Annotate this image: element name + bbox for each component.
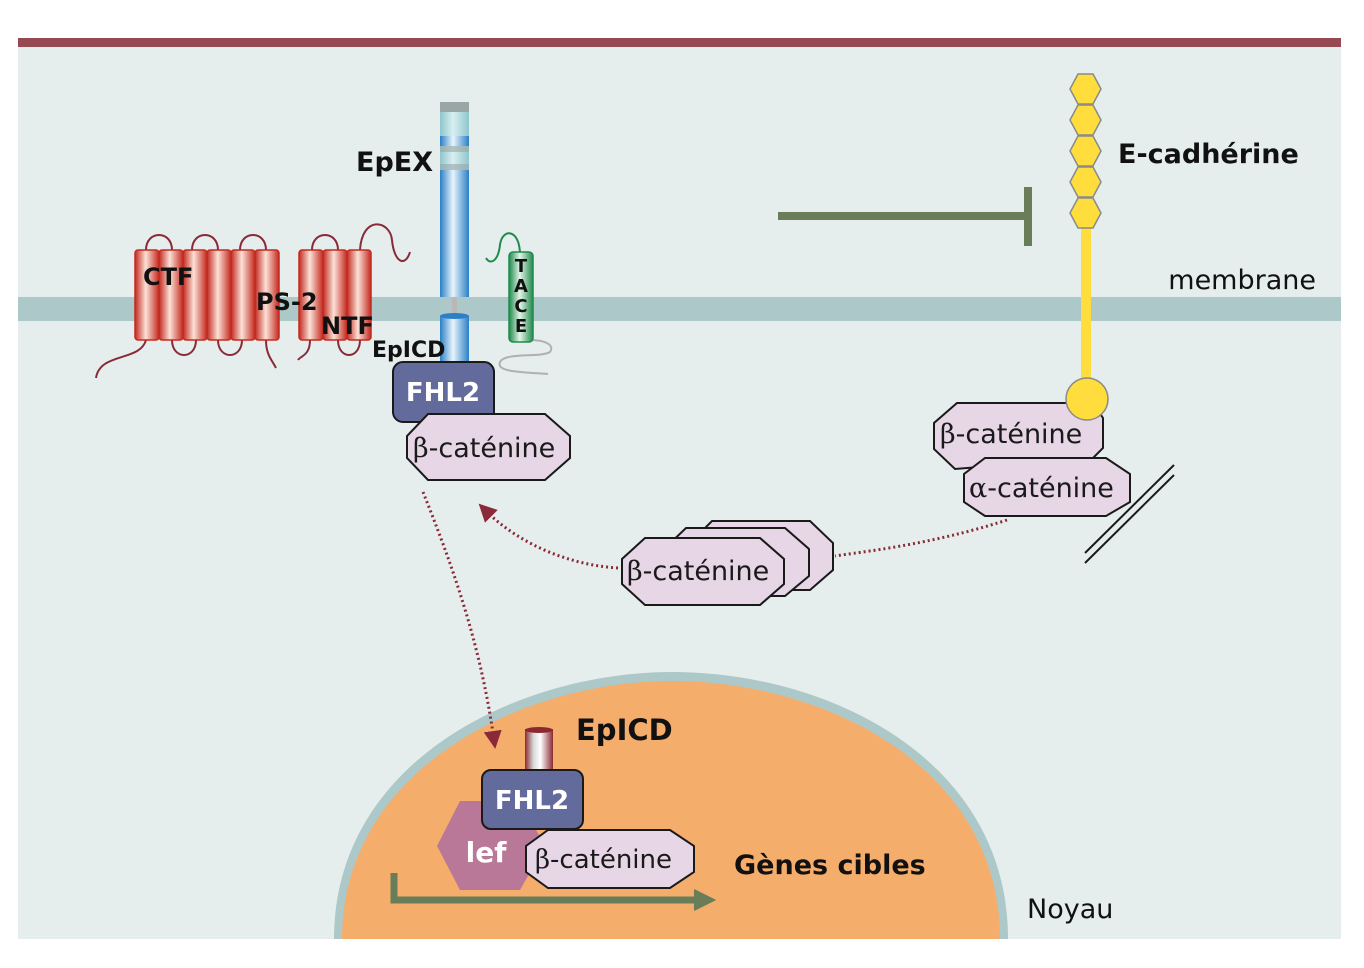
fhl2-nucleus-box [481,769,584,830]
beta-catenin-pool: β-caténine [621,520,834,606]
fhl2-nucleus-label: FHL2 [495,786,569,816]
ps2-label: PS-2 [256,288,318,316]
dotted-arrow-to-nucleus [421,491,502,749]
beta-symbol: β [627,556,643,587]
fhl2-membrane-label: FHL2 [406,378,480,408]
beta-symbol: β [535,845,550,875]
catenin-text: -caténine [550,845,672,875]
e-cadherin-label: E-cadhérine [1118,139,1299,170]
inhibition-arrow [778,187,1032,246]
beta-symbol: β [413,433,429,464]
dotted-arrow-pool-to-epicd [478,503,619,570]
beta-symbol: β [940,419,956,450]
lef-label: lef [466,836,508,869]
tace-letter-e: E [515,316,527,337]
break-marks [1084,464,1175,564]
epicd-nucleus-label: EpICD [576,713,673,747]
epicd-nucleus-cap [525,727,553,733]
epex-label: EpEX [356,147,433,178]
catenin-text: -caténine [643,556,770,587]
nucleus-label: Noyau [1027,894,1113,925]
epicd-membrane-label: EpICD [372,338,445,363]
ctf-label: CTF [143,263,193,291]
beta-catenin-cadherin-label: β-caténine [940,419,1082,450]
beta-catenin-membrane-label: β-caténine [413,433,555,464]
tace-letter-t: T [515,256,528,277]
target-genes-label: Gènes cibles [734,850,926,881]
ps2-ctf-helices [134,249,280,341]
membrane-label: membrane [1168,265,1316,296]
tace-letter-c: C [514,296,527,317]
ps2-loops [95,223,411,379]
beta-catenin-nucleus-label: β-caténine [535,845,672,875]
catenin-text: -caténine [429,433,556,464]
alpha-symbol: α [969,473,987,504]
catenin-text: -caténine [956,419,1083,450]
catenin-text: -caténine [987,473,1114,504]
top-bar [18,38,1341,47]
e-cadherin [1069,73,1102,400]
beta-catenin-nucleus-box [525,829,695,889]
beta-catenin-pool-label: β-caténine [627,556,769,587]
ntf-label: NTF [321,312,374,340]
cadherin-cytoplasmic-domain [1065,377,1109,421]
transcription-arrow [390,873,717,912]
tace-protease: T A C E [485,232,553,375]
alpha-catenin-box [963,457,1131,517]
tace-letter-a: A [514,276,528,297]
beta-catenin-membrane-box [406,413,571,481]
epcam-receptor [440,102,469,368]
ps2-ntf-helices [298,249,372,341]
alpha-catenin-label: α-caténine [969,473,1114,504]
